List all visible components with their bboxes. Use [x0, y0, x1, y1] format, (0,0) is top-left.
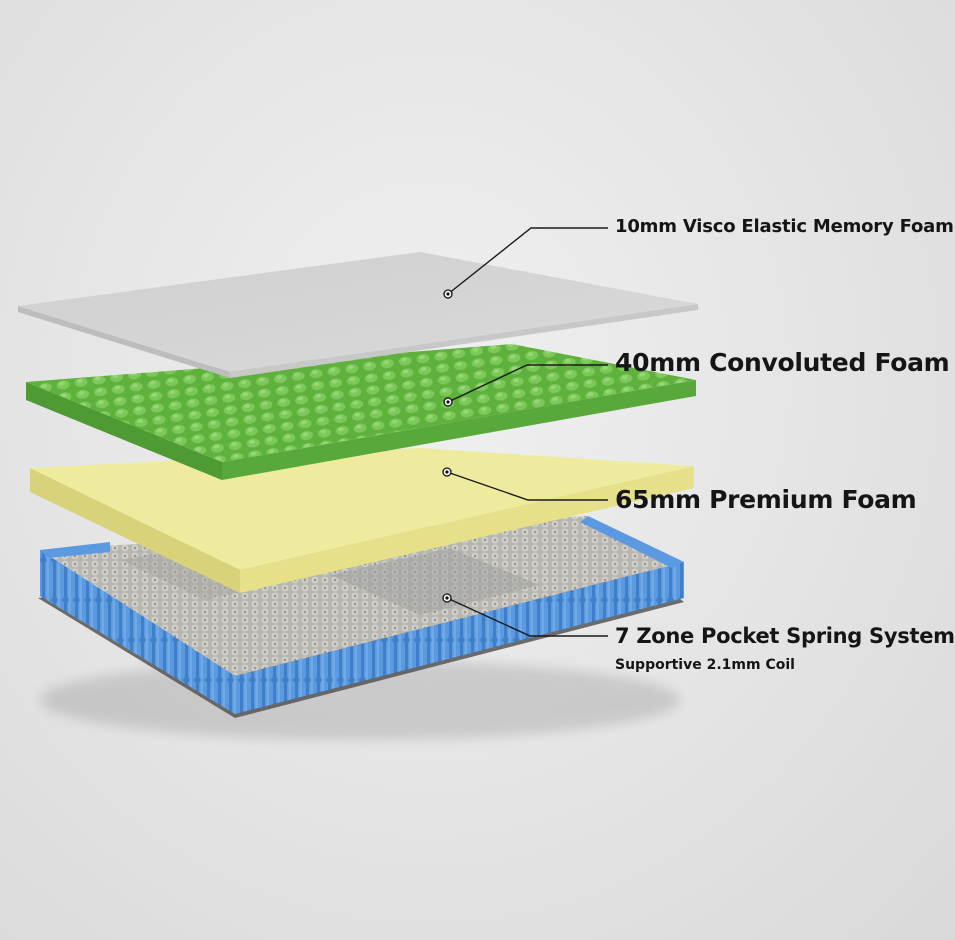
- callout-lines: [446, 227, 608, 637]
- premium-foam-label: 65mm Premium Foam: [615, 485, 917, 514]
- pocket-spring-label: 7 Zone Pocket Spring System: [615, 624, 955, 648]
- visco-foam-label: 10mm Visco Elastic Memory Foam: [615, 216, 954, 237]
- convoluted-foam-label: 40mm Convoluted Foam: [615, 348, 950, 377]
- convoluted-foam-layer: [26, 344, 696, 480]
- premium-foam-layer: [30, 448, 694, 593]
- callout-markers: [442, 289, 453, 603]
- pocket-spring-sublabel: Supportive 2.1mm Coil: [615, 657, 795, 673]
- visco-foam-layer: [18, 252, 698, 378]
